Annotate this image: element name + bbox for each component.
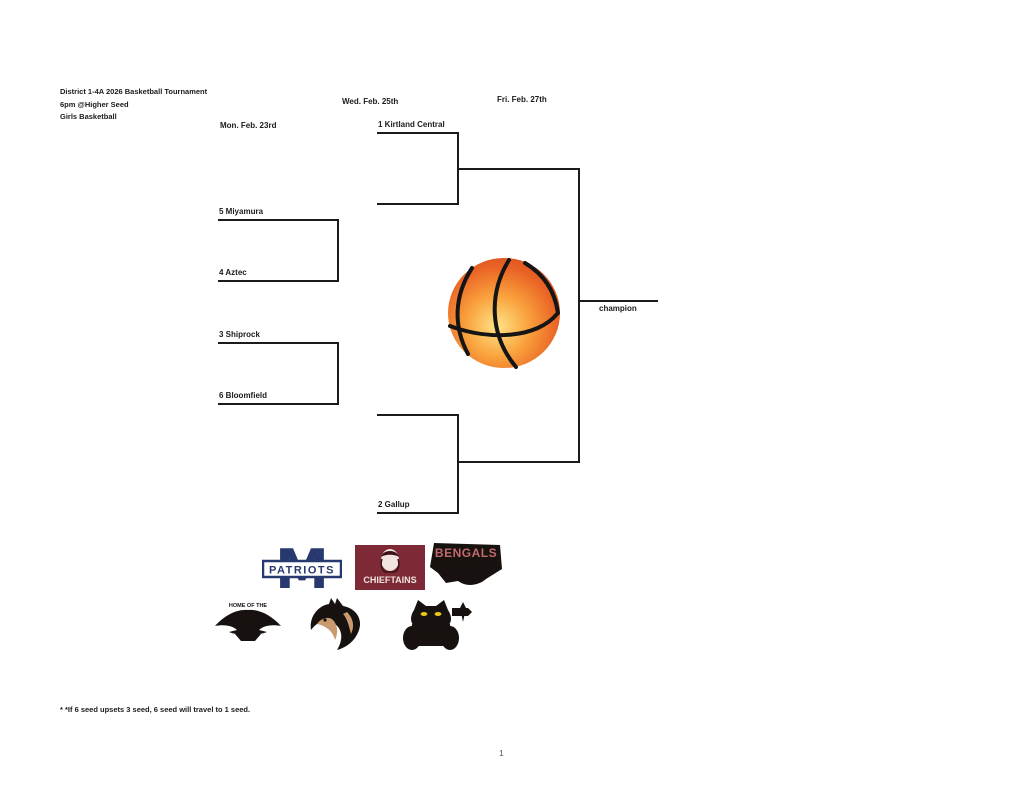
bracket-connector-final: [578, 168, 580, 463]
bengals-icon: BENGALS: [430, 543, 502, 585]
patriots-m-icon: M PATRIOTS: [262, 542, 342, 592]
aztec-eagle-icon: HOME OF THE: [215, 603, 281, 641]
team-aztec: 4 Aztec: [219, 268, 247, 277]
footnote: * *If 6 seed upsets 3 seed, 6 seed will …: [60, 705, 251, 714]
team-kirtland-central: 1 Kirtland Central: [378, 120, 445, 129]
chieftains-icon: CHIEFTAINS: [355, 545, 425, 590]
gallup-bengals-logo: BENGALS: [428, 539, 504, 589]
bobcat-icon: [403, 600, 472, 650]
bracket-line-miyamura: [218, 219, 339, 221]
kirtland-central-broncos-logo: [303, 596, 367, 651]
document-subtitle-time: 6pm @Higher Seed: [60, 99, 129, 109]
chieftains-text: CHIEFTAINS: [363, 575, 416, 585]
basketball-image: [445, 256, 563, 371]
team-miyamura: 5 Miyamura: [219, 207, 264, 216]
document-title: District 1-4A 2026 Basketball Tournament: [60, 87, 208, 96]
aztec-banner-text: HOME OF THE: [229, 603, 268, 609]
bracket-line-shiprock: [218, 342, 339, 344]
champion-label: champion: [599, 304, 637, 313]
aztec-home-of-the-logo: HOME OF THE: [211, 598, 285, 646]
patriots-banner-text: PATRIOTS: [269, 565, 335, 577]
bracket-line-bloomfield: [218, 403, 339, 405]
bloomfield-bobcats-logo: [400, 596, 472, 651]
basketball-icon: [448, 258, 560, 369]
round2-date-label: Wed. Feb. 25th: [342, 97, 399, 106]
bracket-line-semi2-opponent: [377, 414, 459, 416]
bracket-feed-semi2: [457, 461, 579, 463]
bracket-connector-game2: [337, 342, 339, 405]
round3-date-label: Fri. Feb. 27th: [497, 95, 547, 104]
document-subtitle-division: Girls Basketball: [60, 112, 117, 121]
bracket-connector-semi2: [457, 414, 459, 514]
round1-date-label: Mon. Feb. 23rd: [220, 121, 277, 130]
bracket-line-aztec: [218, 280, 339, 282]
document-header: District 1-4A 2026 Basketball Tournament…: [60, 86, 207, 124]
bracket-feed-semi1: [457, 168, 579, 170]
bronco-horse-icon: [310, 598, 361, 650]
team-bloomfield: 6 Bloomfield: [219, 391, 268, 400]
bengals-text: BENGALS: [435, 546, 497, 560]
team-shiprock: 3 Shiprock: [219, 330, 260, 339]
bracket-line-gallup: [377, 512, 459, 514]
champion-line: [578, 300, 658, 302]
page-number: 1: [499, 748, 504, 758]
bracket-line-kirtland: [377, 132, 459, 134]
team-gallup: 2 Gallup: [378, 500, 410, 509]
shiprock-chieftains-logo: CHIEFTAINS: [355, 545, 425, 590]
bracket-connector-game1: [337, 219, 339, 282]
bracket-line-semi1-opponent: [377, 203, 459, 205]
miyamura-patriots-logo: M PATRIOTS: [262, 542, 342, 592]
